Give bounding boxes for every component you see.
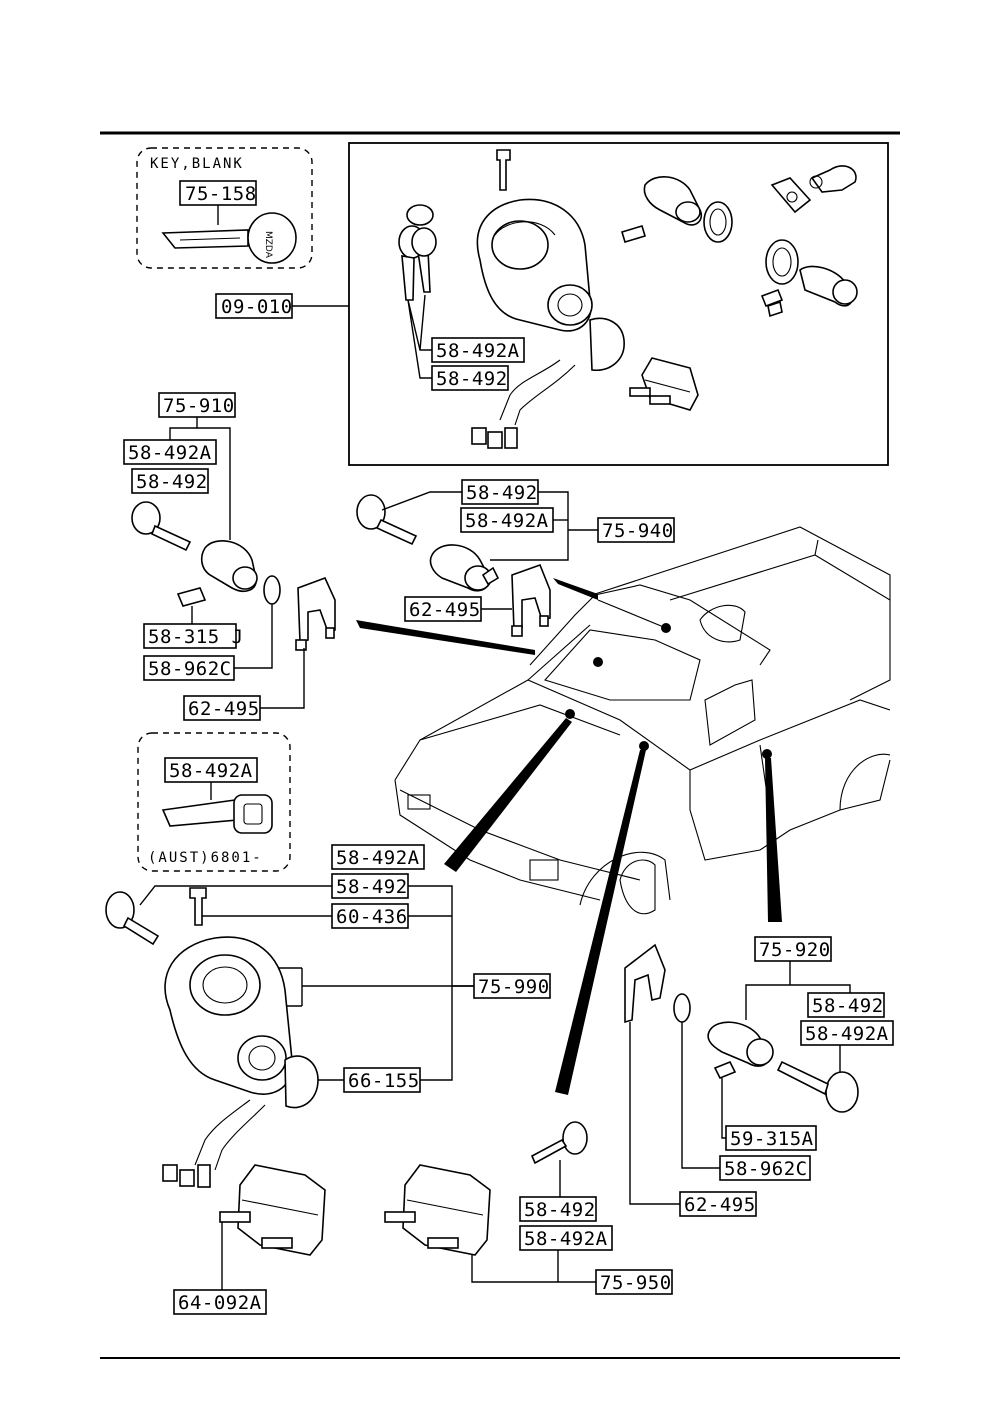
lock-set-box: 09-010 58-492A 58-492 — [215, 142, 889, 466]
glove-latch-pin-icon — [427, 1237, 459, 1249]
ign-58-492a-label: 58-492A — [336, 847, 420, 869]
middle-pointer — [553, 578, 598, 600]
left-gasket-icon — [263, 575, 281, 605]
left-58-315j-label: 58-315 J — [148, 626, 244, 648]
latch-pin-icon — [219, 1211, 251, 1223]
glove-box-pointer — [555, 750, 646, 1095]
right-58-492a-label: 58-492A — [805, 1023, 889, 1045]
mid-58-492a-label: 58-492A — [465, 510, 549, 532]
aust-key-box: 58-492A (AUST)6801- — [137, 732, 291, 872]
middle-cylinder-icon — [429, 544, 500, 592]
right-cylinder-icon — [707, 1021, 774, 1080]
left-58-962c-label: 58-962C — [148, 658, 232, 680]
set-key-58-492a-label: 58-492A — [436, 340, 520, 362]
ign-58-492-label: 58-492 — [336, 876, 408, 898]
bottom-64-092a-label: 64-092A — [178, 1292, 262, 1314]
left-door-pointer — [356, 620, 535, 655]
left-58-492a-label: 58-492A — [128, 442, 212, 464]
middle-key-icon — [356, 494, 418, 546]
middle-lock-group: 58-492 58-492A 75-940 62-495 — [356, 479, 675, 637]
left-latch-icon — [237, 1164, 326, 1256]
lock-set-label: 09-010 — [221, 296, 293, 318]
glove-key-icon — [530, 1121, 588, 1165]
bottom-58-492a-label: 58-492A — [524, 1228, 608, 1250]
glove-latch-pin-icon — [384, 1211, 416, 1223]
right-59-315a-label: 59-315A — [730, 1128, 814, 1150]
hatch-lock-icon — [770, 165, 857, 214]
latch-icon — [629, 357, 699, 411]
left-latch-group: 64-092A — [173, 1164, 326, 1315]
glove-latch-icon — [402, 1164, 491, 1256]
right-key-icon — [776, 1060, 859, 1113]
door-cylinder-icon — [621, 176, 733, 243]
svg-text:MZDA: MZDA — [263, 231, 273, 259]
aust-key-note: (AUST)6801- — [148, 850, 263, 866]
left-75-910-label: 75-910 — [163, 395, 235, 417]
right-58-962c-label: 58-962C — [724, 1158, 808, 1180]
right-75-920-label: 75-920 — [759, 939, 831, 961]
ign-75-990-label: 75-990 — [478, 976, 550, 998]
ignition-pointer — [444, 718, 572, 872]
mid-62-495-label: 62-495 — [409, 599, 481, 621]
latch-pin-icon — [261, 1237, 293, 1249]
middle-retainer-icon — [511, 563, 551, 637]
ign-key-icon — [105, 891, 160, 946]
key-blank-box: KEY,BLANK 75-158 MZDA — [136, 147, 313, 269]
set-key-58-492-label: 58-492 — [436, 368, 508, 390]
left-door-lock-group: 75-910 58-492A 58-492 58-315 J 58-962C 6… — [123, 392, 535, 721]
tailgate-pointer — [765, 758, 782, 922]
key-blank-icon: MZDA — [161, 212, 297, 264]
glove-box-lock-group: 58-492 58-492A 75-950 — [384, 1121, 673, 1295]
right-62-495-label: 62-495 — [684, 1194, 756, 1216]
aust-key-icon — [161, 794, 273, 834]
right-58-492-label: 58-492 — [812, 995, 884, 1017]
ign-60-436-label: 60-436 — [336, 906, 408, 928]
mid-75-940-label: 75-940 — [602, 520, 674, 542]
left-rod-icon — [176, 587, 207, 607]
ign-bolt-icon — [189, 887, 207, 926]
bottom-58-492-label: 58-492 — [524, 1199, 596, 1221]
left-retainer-icon — [295, 576, 336, 651]
right-retainer-icon — [624, 943, 666, 1024]
key-pair-icon — [398, 204, 437, 301]
steering-lock-icon — [471, 149, 625, 449]
left-62-495-label: 62-495 — [188, 698, 260, 720]
aust-key-part-label: 58-492A — [169, 760, 253, 782]
key-blank-part-label: 75-158 — [185, 183, 257, 205]
tailgate-lock-group: 75-920 58-492 58-492A 59-315A 58-962C 62… — [624, 936, 894, 1217]
glove-box-cylinder-icon — [760, 239, 858, 318]
ignition-lock-group: 58-492A 58-492 60-436 75-990 66-155 — [105, 844, 551, 1188]
bottom-75-950-label: 75-950 — [600, 1272, 672, 1294]
ign-66-155-label: 66-155 — [348, 1070, 420, 1092]
mid-58-492-label: 58-492 — [466, 482, 538, 504]
left-key-icon — [131, 501, 192, 552]
left-cylinder-icon — [200, 540, 258, 592]
key-blank-title: KEY,BLANK — [150, 156, 244, 172]
left-58-492-label: 58-492 — [136, 471, 208, 493]
ign-steering-lock-icon — [162, 936, 319, 1188]
right-gasket-icon — [673, 993, 691, 1023]
